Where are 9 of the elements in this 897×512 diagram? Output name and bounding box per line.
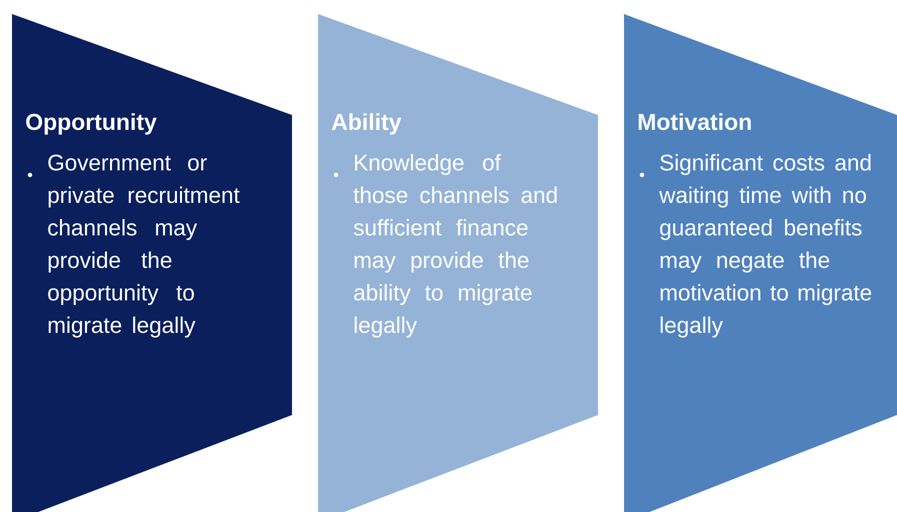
bullet-text: Government or private recruitment channels may provide the opportunity to migrate legally: [48, 154, 240, 338]
heading: Ability: [332, 113, 402, 135]
chevron-shape: [12, 14, 292, 512]
chevron-shape: [318, 14, 598, 512]
bullet-text: Significant costs and waiting time with no guaranteed benefits may negate the motivation to migrate legally: [659, 154, 872, 338]
heading: Opportunity: [26, 113, 157, 135]
heading: Motivation: [638, 113, 751, 130]
chevron-shape: [624, 14, 897, 512]
bullet-text: Knowledge of those channels and sufficient finance may provide the ability to migrate legally: [354, 154, 557, 338]
